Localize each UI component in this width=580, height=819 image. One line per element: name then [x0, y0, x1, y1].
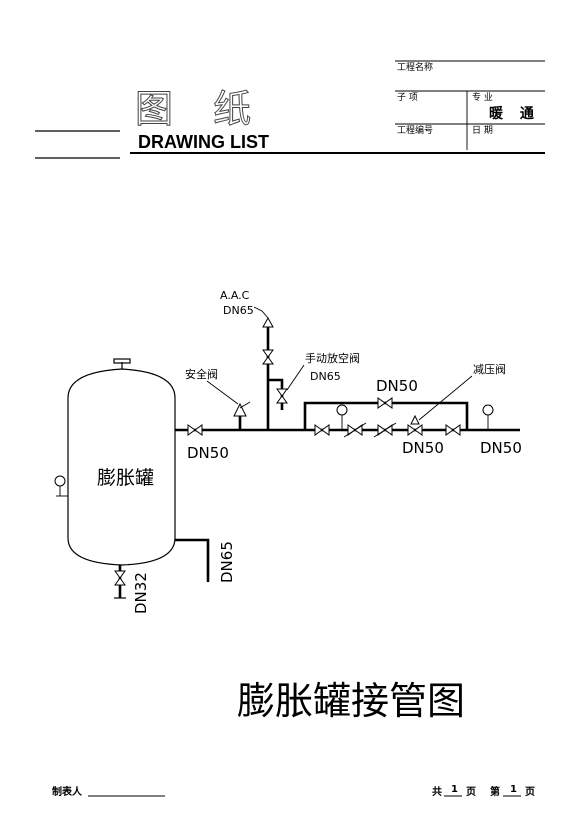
air-vent-icon	[262, 316, 274, 328]
title-cn: 图 纸	[135, 87, 265, 131]
total-pages: 1	[451, 784, 458, 795]
main-size-left: DN50	[187, 444, 229, 462]
pressure-reducing-valve-icon	[407, 414, 423, 436]
riser-valve-icon	[262, 349, 274, 365]
total-prefix: 共	[432, 785, 442, 798]
outlet-line: DN65	[175, 538, 236, 583]
bypass-size: DN50	[376, 377, 418, 395]
main-gauge-left	[336, 404, 348, 430]
manual-vent-pipe	[268, 378, 284, 410]
air-vent-leader	[253, 306, 269, 319]
check-valve-icon	[343, 422, 367, 438]
main-gauge-right	[482, 404, 494, 430]
title-en: DRAWING LIST	[138, 132, 269, 152]
tank-label: 膨胀罐	[97, 467, 154, 489]
prv-leader	[418, 375, 473, 421]
main-size-mid: DN50	[402, 439, 444, 457]
safety-valve: 安全阀	[185, 367, 251, 430]
drawing-title: 膨胀罐接管图	[237, 679, 465, 723]
page-number: 1	[510, 784, 517, 795]
gate-valve-icon	[445, 424, 461, 436]
manual-vent-label: 手动放空阀	[305, 351, 360, 365]
safety-valve-leader	[206, 380, 239, 405]
page-prefix: 第	[490, 785, 500, 798]
prv-annotation: 减压阀	[418, 362, 506, 421]
tank-body	[67, 368, 176, 566]
project-name-label: 工程名称	[397, 61, 433, 73]
total-unit: 页	[466, 786, 476, 798]
tank-gauge	[54, 475, 68, 497]
aac-size: DN65	[223, 304, 254, 317]
title-block: 图 纸 DRAWING LIST	[35, 87, 545, 159]
discipline-value: 暖 通	[489, 105, 540, 122]
main-pipe: DN50 DN50 DN50	[175, 414, 522, 462]
bypass-line: DN50	[303, 377, 469, 430]
manual-vent-valve-icon	[276, 388, 288, 404]
footer: 制表人 共 1 页 第 1 页	[52, 784, 535, 798]
info-table: 工程名称 子 项 专 业 暖 通 工程编号 日 期	[395, 60, 545, 150]
page-unit: 页	[525, 786, 535, 798]
safety-valve-lever	[239, 401, 251, 409]
drain-line: DN32	[114, 565, 150, 614]
project-no-label: 工程编号	[397, 124, 433, 136]
bypass-valve-icon	[377, 397, 393, 409]
discipline-label: 专 业	[472, 91, 493, 103]
drain-size: DN32	[132, 572, 150, 614]
prepared-by-label: 制表人	[52, 785, 83, 798]
pressure-gauge-icon	[54, 475, 66, 487]
outlet-pipe	[175, 538, 210, 582]
safety-valve-label: 安全阀	[185, 367, 218, 381]
check-valve-icon	[373, 422, 397, 438]
prv-label: 减压阀	[473, 362, 506, 376]
drain-valve-icon	[114, 570, 126, 586]
manual-vent: 手动放空阀 DN65	[268, 351, 360, 410]
manual-vent-leader	[286, 364, 305, 391]
riser: A.A.C DN65	[220, 289, 274, 430]
outlet-size: DN65	[218, 541, 236, 583]
main-size-right: DN50	[480, 439, 522, 457]
gate-valve-icon	[187, 424, 203, 436]
pressure-gauge-icon	[482, 404, 494, 416]
tank-vent-cap	[113, 358, 131, 364]
aac-label: A.A.C	[220, 289, 250, 302]
subitem-label: 子 项	[397, 92, 418, 103]
safety-valve-icon	[233, 402, 247, 417]
expansion-tank: 膨胀罐	[67, 358, 176, 566]
pressure-gauge-icon	[336, 404, 348, 416]
gate-valve-icon	[314, 424, 330, 436]
manual-vent-size: DN65	[310, 370, 341, 383]
date-label: 日 期	[472, 125, 493, 136]
